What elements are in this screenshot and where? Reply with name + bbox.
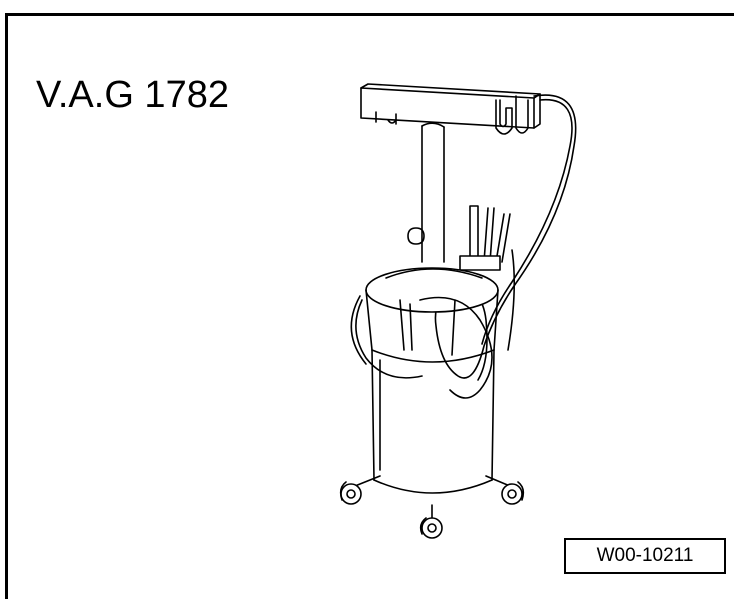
figure-frame [5, 13, 734, 599]
reference-code-box: W00-10211 [564, 538, 726, 574]
column [421, 122, 445, 263]
base-wheels [339, 475, 525, 539]
handle-bar [360, 83, 541, 135]
oil-extractor-drawing [339, 83, 577, 539]
tank [350, 267, 499, 494]
tool-label: V.A.G 1782 [36, 74, 229, 116]
probes [407, 205, 511, 271]
